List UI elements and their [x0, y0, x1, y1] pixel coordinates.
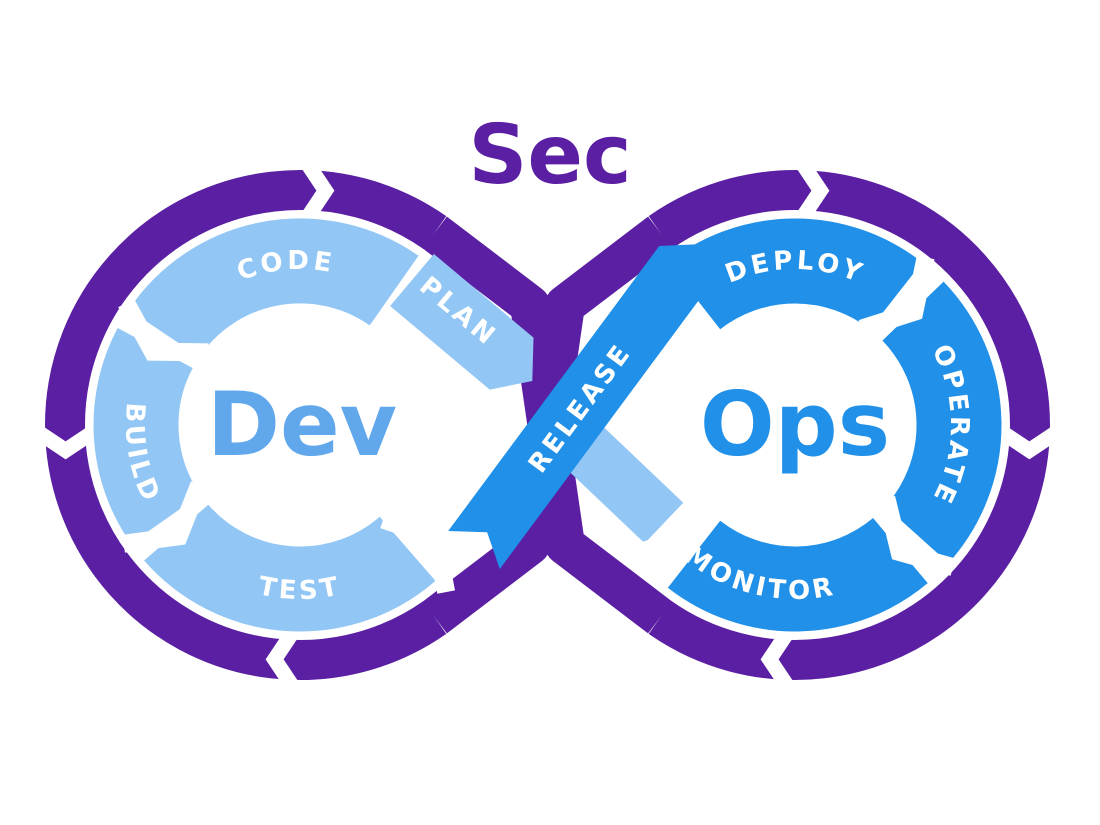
release-band [448, 244, 711, 569]
code-segment [128, 218, 419, 358]
dev-loop-ring [93, 218, 534, 632]
operate-segment [881, 281, 1002, 564]
sec-title: Sec [468, 108, 631, 203]
center-crossover [448, 244, 717, 574]
test-segment [144, 503, 436, 632]
monitor-segment [667, 517, 928, 632]
build-segment [93, 328, 202, 544]
deploy-segment [667, 218, 923, 330]
plan-segment [390, 254, 534, 390]
dev-label: Dev [207, 373, 397, 476]
ops-label: Ops [700, 373, 890, 476]
test-label: TEST [256, 571, 344, 606]
ops-loop-ring [667, 218, 1002, 632]
